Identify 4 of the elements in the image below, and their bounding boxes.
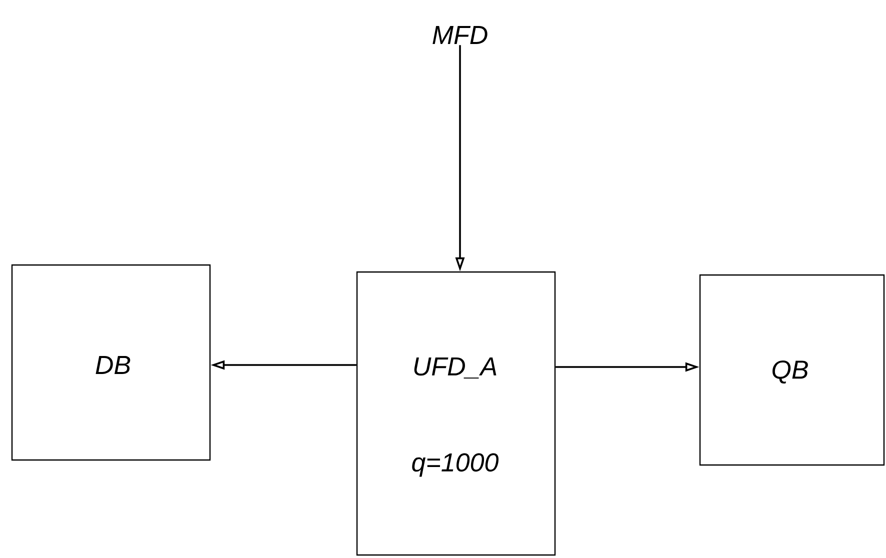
process-box: DB: [11, 264, 211, 461]
input-label: MFD: [432, 26, 488, 44]
process-box: QB: [699, 274, 885, 466]
process-box: UFD_A q=1000: [356, 271, 556, 556]
